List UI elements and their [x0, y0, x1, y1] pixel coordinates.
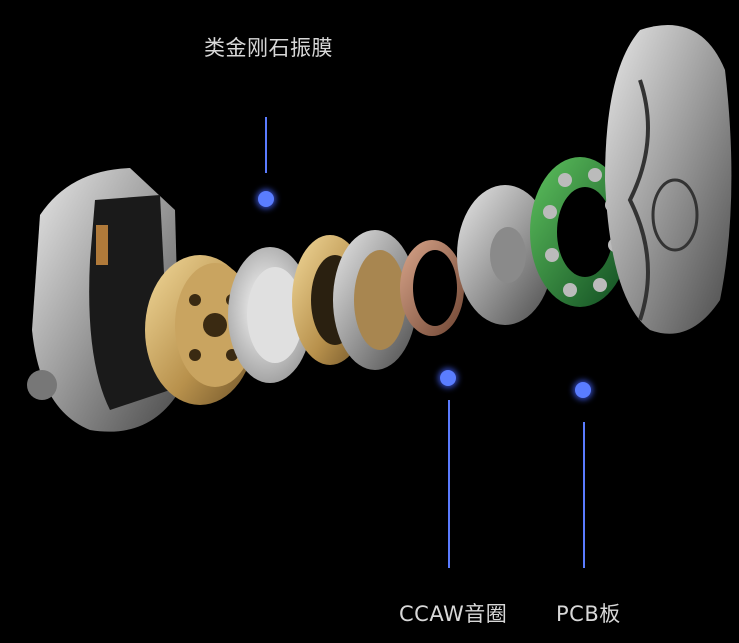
gold-rings [292, 230, 417, 370]
callout-label-diaphragm: 类金刚石振膜 [204, 36, 333, 60]
callout-dot-voice-coil [440, 370, 456, 386]
callout-label-voice-coil: CCAW音圈 [399, 602, 508, 626]
callout-line-voice-coil [448, 400, 450, 568]
callout-dot-pcb [575, 382, 591, 398]
faceplate [605, 25, 732, 334]
diaphragm [228, 247, 312, 383]
voice-coil [400, 240, 464, 336]
callout-line-pcb [583, 422, 585, 568]
callout-dot-diaphragm [258, 191, 274, 207]
front-plate [457, 185, 553, 325]
callout-line-diaphragm [265, 117, 267, 173]
callout-label-pcb: PCB板 [556, 602, 621, 626]
